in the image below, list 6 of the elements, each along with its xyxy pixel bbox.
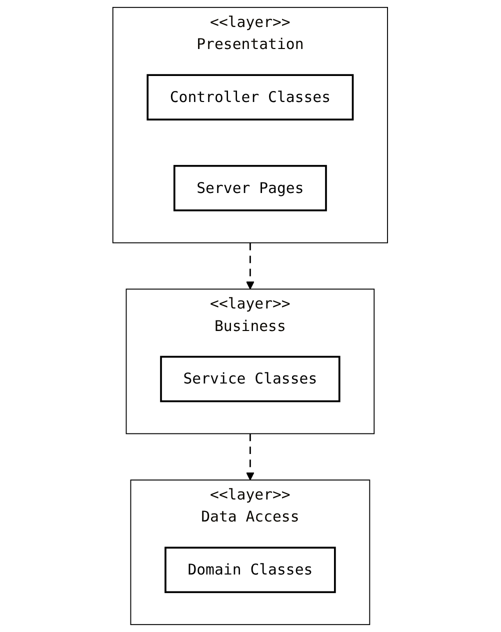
node-box: Service Classes [160,356,341,402]
arrow [246,242,255,290]
node-box: Domain Classes [164,546,336,594]
node-box: Controller Classes [146,74,354,120]
arrow [246,434,255,480]
node-box: Server Pages [174,164,328,212]
